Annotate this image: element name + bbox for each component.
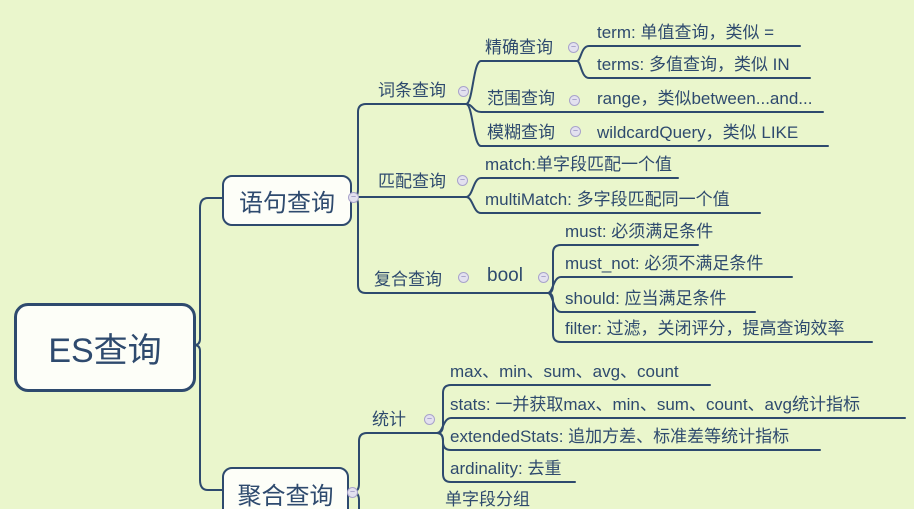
minus-icon: − — [460, 271, 467, 282]
node-term-query[interactable]: 词条查询 — [378, 81, 446, 100]
collapse-button-term-query[interactable]: − — [458, 86, 469, 97]
minus-icon: − — [460, 85, 467, 96]
leaf-term[interactable]: term: 单值查询，类似 = — [597, 23, 775, 42]
leaf-terms[interactable]: terms: 多值查询，类似 IN — [597, 55, 790, 74]
node-single-field-group[interactable]: 单字段分组 — [445, 490, 530, 509]
node-exact-query[interactable]: 精确查询 — [485, 38, 553, 57]
collapse-button-compound-query[interactable]: − — [458, 272, 469, 283]
collapse-button-exact-query[interactable]: − — [568, 42, 579, 53]
leaf-must-not[interactable]: must_not: 必须不满足条件 — [565, 254, 764, 273]
minus-icon: − — [349, 486, 356, 497]
node-statement-query-label: 语句查询 — [239, 190, 335, 217]
node-stats[interactable]: 统计 — [372, 410, 406, 429]
leaf-multimatch[interactable]: multiMatch: 多字段匹配同一个值 — [485, 190, 730, 209]
minus-icon: − — [459, 174, 466, 185]
minus-icon: − — [570, 41, 577, 52]
leaf-should[interactable]: should: 应当满足条件 — [565, 289, 727, 308]
node-es-query[interactable]: ES查询 — [14, 303, 196, 392]
leaf-match[interactable]: match:单字段匹配一个值 — [485, 155, 673, 174]
node-bool[interactable]: bool — [487, 265, 523, 286]
collapse-button-bool[interactable]: − — [538, 272, 549, 283]
minus-icon: − — [350, 191, 357, 202]
node-aggregation-query[interactable]: 聚合查询 — [222, 467, 349, 509]
collapse-button-aggregation[interactable]: − — [347, 487, 358, 498]
minus-icon: − — [572, 125, 579, 136]
leaf-stats[interactable]: stats: 一并获取max、min、sum、count、avg统计指标 — [450, 395, 860, 414]
node-match-query[interactable]: 匹配查询 — [378, 172, 446, 191]
node-es-query-label: ES查询 — [48, 332, 162, 370]
leaf-cardinality[interactable]: ardinality: 去重 — [450, 459, 562, 478]
node-range-query[interactable]: 范围查询 — [487, 89, 555, 108]
node-compound-query[interactable]: 复合查询 — [374, 270, 442, 289]
collapse-button-fuzzy-query[interactable]: − — [570, 126, 581, 137]
leaf-range[interactable]: range，类似between...and... — [597, 89, 813, 108]
minus-icon: − — [571, 94, 578, 105]
leaf-metrics[interactable]: max、min、sum、avg、count — [450, 362, 679, 381]
node-aggregation-query-label: 聚合查询 — [237, 482, 334, 509]
leaf-extended-stats[interactable]: extendedStats: 追加方差、标准差等统计指标 — [450, 427, 790, 446]
collapse-button-match-query[interactable]: − — [457, 175, 468, 186]
leaf-filter[interactable]: filter: 过滤，关闭评分，提高查询效率 — [565, 319, 845, 338]
node-statement-query[interactable]: 语句查询 — [222, 175, 352, 226]
leaf-wildcard[interactable]: wildcardQuery，类似 LIKE — [597, 123, 799, 142]
leaf-must[interactable]: must: 必须满足条件 — [565, 222, 714, 241]
node-fuzzy-query[interactable]: 模糊查询 — [487, 123, 555, 142]
collapse-button-stats[interactable]: − — [424, 414, 435, 425]
collapse-button-range-query[interactable]: − — [569, 95, 580, 106]
minus-icon: − — [426, 413, 433, 424]
collapse-button-statement-query[interactable]: − — [348, 192, 359, 203]
minus-icon: − — [540, 271, 547, 282]
